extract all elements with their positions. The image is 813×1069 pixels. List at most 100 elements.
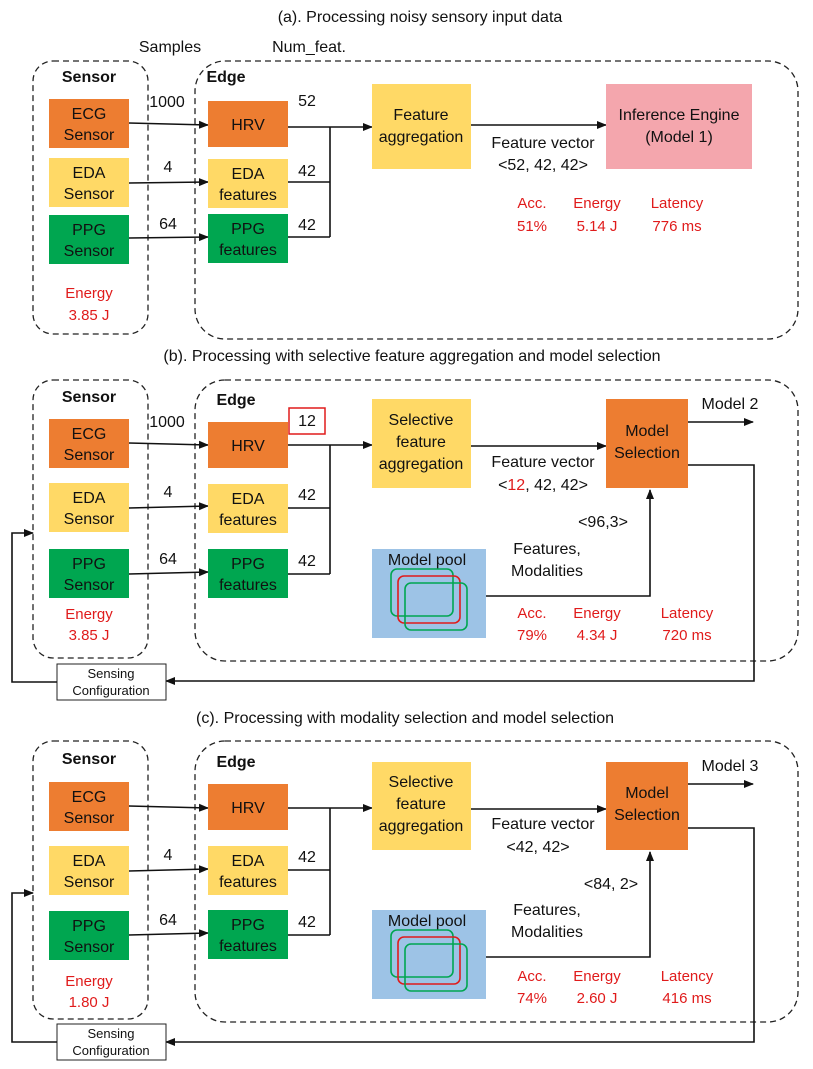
feature-vector-highlight: 12 [507, 477, 525, 494]
ppg-sensor-label-2: Sensor [64, 243, 115, 260]
metric-acc-value: 79% [517, 627, 547, 644]
ecg-sensor-block [49, 99, 129, 148]
feature-vector-open: < [498, 477, 507, 494]
eda-features-label-2: features [219, 512, 277, 529]
hrv-label: HRV [231, 800, 265, 817]
edge-group-title: Edge [206, 69, 245, 86]
metric-energy-value: 4.34 J [577, 627, 618, 644]
sensor-group-title: Sensor [62, 69, 116, 86]
edge-group [194, 60, 799, 340]
ppg-sensor-block [49, 549, 129, 598]
feature-aggregation-label-2: aggregation [379, 129, 464, 146]
feature-aggregation-label-1: Feature [393, 107, 448, 124]
feature-vector-rest: , 42, 42> [525, 477, 588, 494]
sensing-configuration-label-2: Configuration [72, 683, 149, 698]
eda-to-features-arrow [128, 865, 209, 874]
hrv-num-features-highlight [288, 407, 326, 435]
metric-latency-label: Latency [661, 605, 714, 622]
eda-features-block [208, 846, 288, 895]
metric-latency-value: 776 ms [652, 218, 701, 235]
edge-group-title: Edge [216, 392, 255, 409]
ecg-samples: 1000 [149, 94, 185, 111]
metric-energy-label: Energy [573, 605, 621, 622]
hrv-block [208, 101, 288, 147]
sensing-configuration-label-1: Sensing [88, 666, 135, 681]
hrv-block [208, 422, 288, 468]
sensing-configuration-box [56, 1023, 167, 1061]
ppg-sensor-label-1: PPG [72, 556, 106, 573]
inference-engine-block [606, 84, 752, 169]
aggregation-label-1: Selective [389, 412, 454, 429]
eda-to-features-arrow [128, 178, 209, 187]
features-modalities-label-1: Features, [513, 541, 581, 558]
ecg-sensor-block [49, 782, 129, 831]
panel-c-title: (c). Processing with modality selection … [196, 710, 614, 727]
sensor-group [32, 379, 149, 659]
ppg-features-block [208, 549, 288, 598]
hrv-block [208, 784, 288, 830]
eda-features-label-1: EDA [232, 491, 265, 508]
feature-vector-label: Feature vector [491, 135, 595, 152]
ecg-to-hrv-arrow [128, 120, 209, 129]
eda-num-features: 42 [298, 163, 316, 180]
ppg-sensor-label-1: PPG [72, 222, 106, 239]
features-modalities-label-2: Modalities [511, 563, 583, 580]
panel-a-title: (a). Processing noisy sensory input data [278, 9, 563, 26]
ppg-features-label-2: features [219, 242, 277, 259]
eda-sensor-block [49, 483, 129, 532]
ppg-features-label-1: PPG [231, 221, 265, 238]
feature-aggregation-block [372, 84, 471, 169]
sensing-configuration-box [56, 663, 167, 701]
edge-group-title: Edge [216, 754, 255, 771]
metric-latency-label: Latency [661, 968, 714, 985]
eda-features-label-1: EDA [232, 853, 265, 870]
sensor-energy-label: Energy [65, 606, 113, 623]
feature-vector-value: <42, 42> [506, 839, 569, 856]
ppg-sensor-label-2: Sensor [64, 939, 115, 956]
ppg-features-block [208, 214, 288, 263]
model-selection-label-2: Selection [614, 807, 680, 824]
sensing-configuration-label-2: Configuration [72, 1043, 149, 1058]
config-to-sensor-arrow [11, 889, 57, 1043]
ecg-to-hrv-arrow [128, 803, 209, 812]
sensor-group [32, 60, 149, 335]
ppg-features-label-2: features [219, 938, 277, 955]
model-selection-block [606, 762, 688, 850]
eda-sensor-block [49, 846, 129, 895]
ppg-sensor-label-1: PPG [72, 918, 106, 935]
panel-b: (b). Processing with selective feature a… [11, 348, 799, 701]
hrv-label: HRV [231, 117, 265, 134]
ppg-features-label-1: PPG [231, 917, 265, 934]
ecg-sensor-label-1: ECG [72, 426, 107, 443]
metric-acc-label: Acc. [517, 968, 546, 985]
ppg-num-features: 42 [298, 553, 316, 570]
ecg-sensor-label-2: Sensor [64, 447, 115, 464]
ecg-sensor-block [49, 419, 129, 468]
metric-acc-label: Acc. [517, 605, 546, 622]
eda-sensor-label-1: EDA [73, 853, 106, 870]
metric-latency-label: Latency [651, 195, 704, 212]
ecg-samples: 1000 [149, 414, 185, 431]
feature-vector-label: Feature vector [491, 816, 595, 833]
sensor-energy-label: Energy [65, 285, 113, 302]
ppg-to-features-arrow [128, 233, 209, 242]
ppg-num-features: 42 [298, 217, 316, 234]
eda-sensor-label-2: Sensor [64, 874, 115, 891]
eda-sensor-label-2: Sensor [64, 511, 115, 528]
ppg-features-block [208, 910, 288, 959]
eda-to-features-arrow [128, 502, 209, 511]
sensor-energy-value: 1.80 J [69, 994, 110, 1011]
features-modalities-value: <84, 2> [584, 876, 638, 893]
pool-model-icon [404, 943, 468, 992]
aggregation-label-2: feature [396, 796, 446, 813]
hrv-num-features: 52 [298, 93, 316, 110]
ppg-samples: 64 [159, 912, 177, 929]
sensor-energy-value: 3.85 J [69, 307, 110, 324]
pool-to-selection-arrow [486, 489, 654, 597]
sensing-configuration-label-1: Sensing [88, 1026, 135, 1041]
aggregation-label-3: aggregation [379, 456, 464, 473]
ppg-num-features: 42 [298, 914, 316, 931]
model-selection-label-1: Model [625, 423, 669, 440]
feature-vector-value: <52, 42, 42> [498, 157, 588, 174]
ecg-sensor-label-2: Sensor [64, 810, 115, 827]
